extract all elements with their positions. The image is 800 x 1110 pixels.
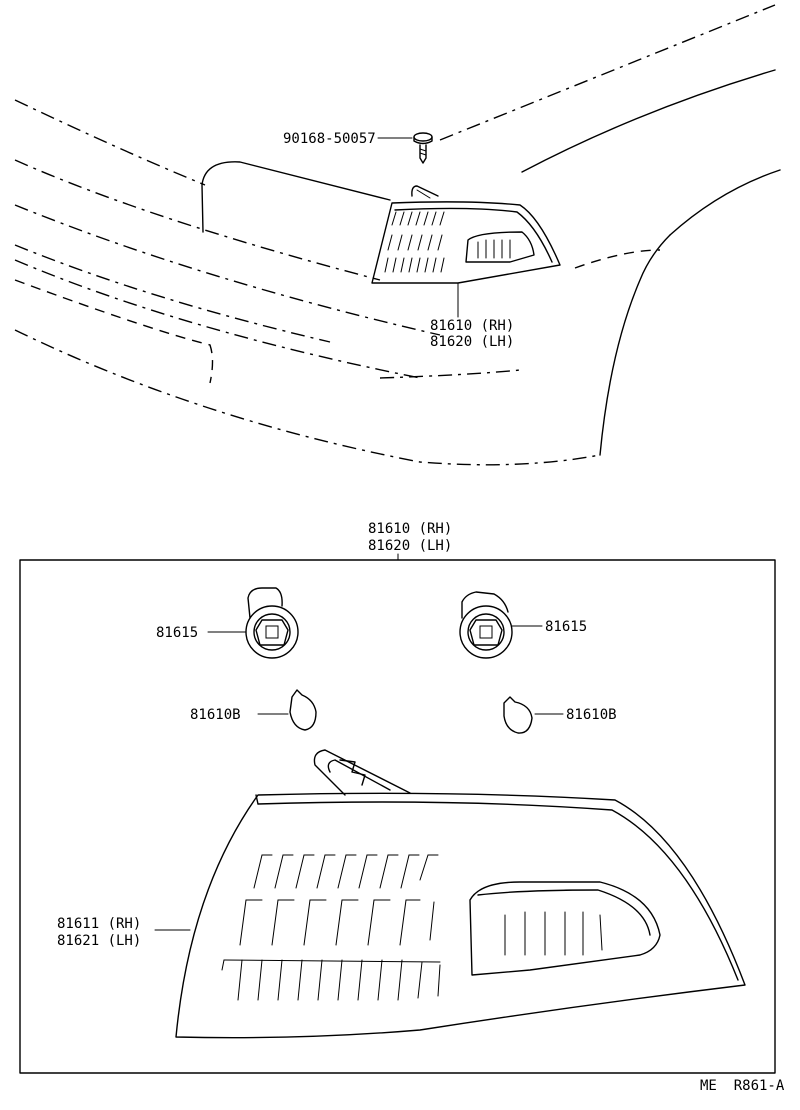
label-lens-rh: 81611 (RH) xyxy=(57,916,141,932)
socket-right-icon xyxy=(459,591,513,659)
bulb-right-icon xyxy=(503,696,533,734)
label-box-rh: 81610 (RH) xyxy=(368,521,452,537)
socket-left-icon xyxy=(245,587,299,659)
label-socket-right: 81615 xyxy=(545,619,587,635)
screw-icon xyxy=(413,132,433,164)
label-bulb-right: 81610B xyxy=(566,707,617,723)
label-screw: 90168-50057 xyxy=(283,131,376,147)
label-bulb-left: 81610B xyxy=(190,707,241,723)
corner-lamp-small xyxy=(371,185,561,284)
car-body-outline xyxy=(14,4,781,466)
lens-large xyxy=(175,749,746,1039)
label-box-lh: 81620 (LH) xyxy=(368,538,452,554)
label-lamp-lh: 81620 (LH) xyxy=(430,334,514,350)
label-socket-left: 81615 xyxy=(156,625,198,641)
label-lamp-rh: 81610 (RH) xyxy=(430,318,514,334)
parts-box xyxy=(19,559,776,1074)
reference-code: ME R861-A xyxy=(700,1078,785,1094)
label-lens-lh: 81621 (LH) xyxy=(57,933,141,949)
bulb-left-icon xyxy=(289,689,317,731)
